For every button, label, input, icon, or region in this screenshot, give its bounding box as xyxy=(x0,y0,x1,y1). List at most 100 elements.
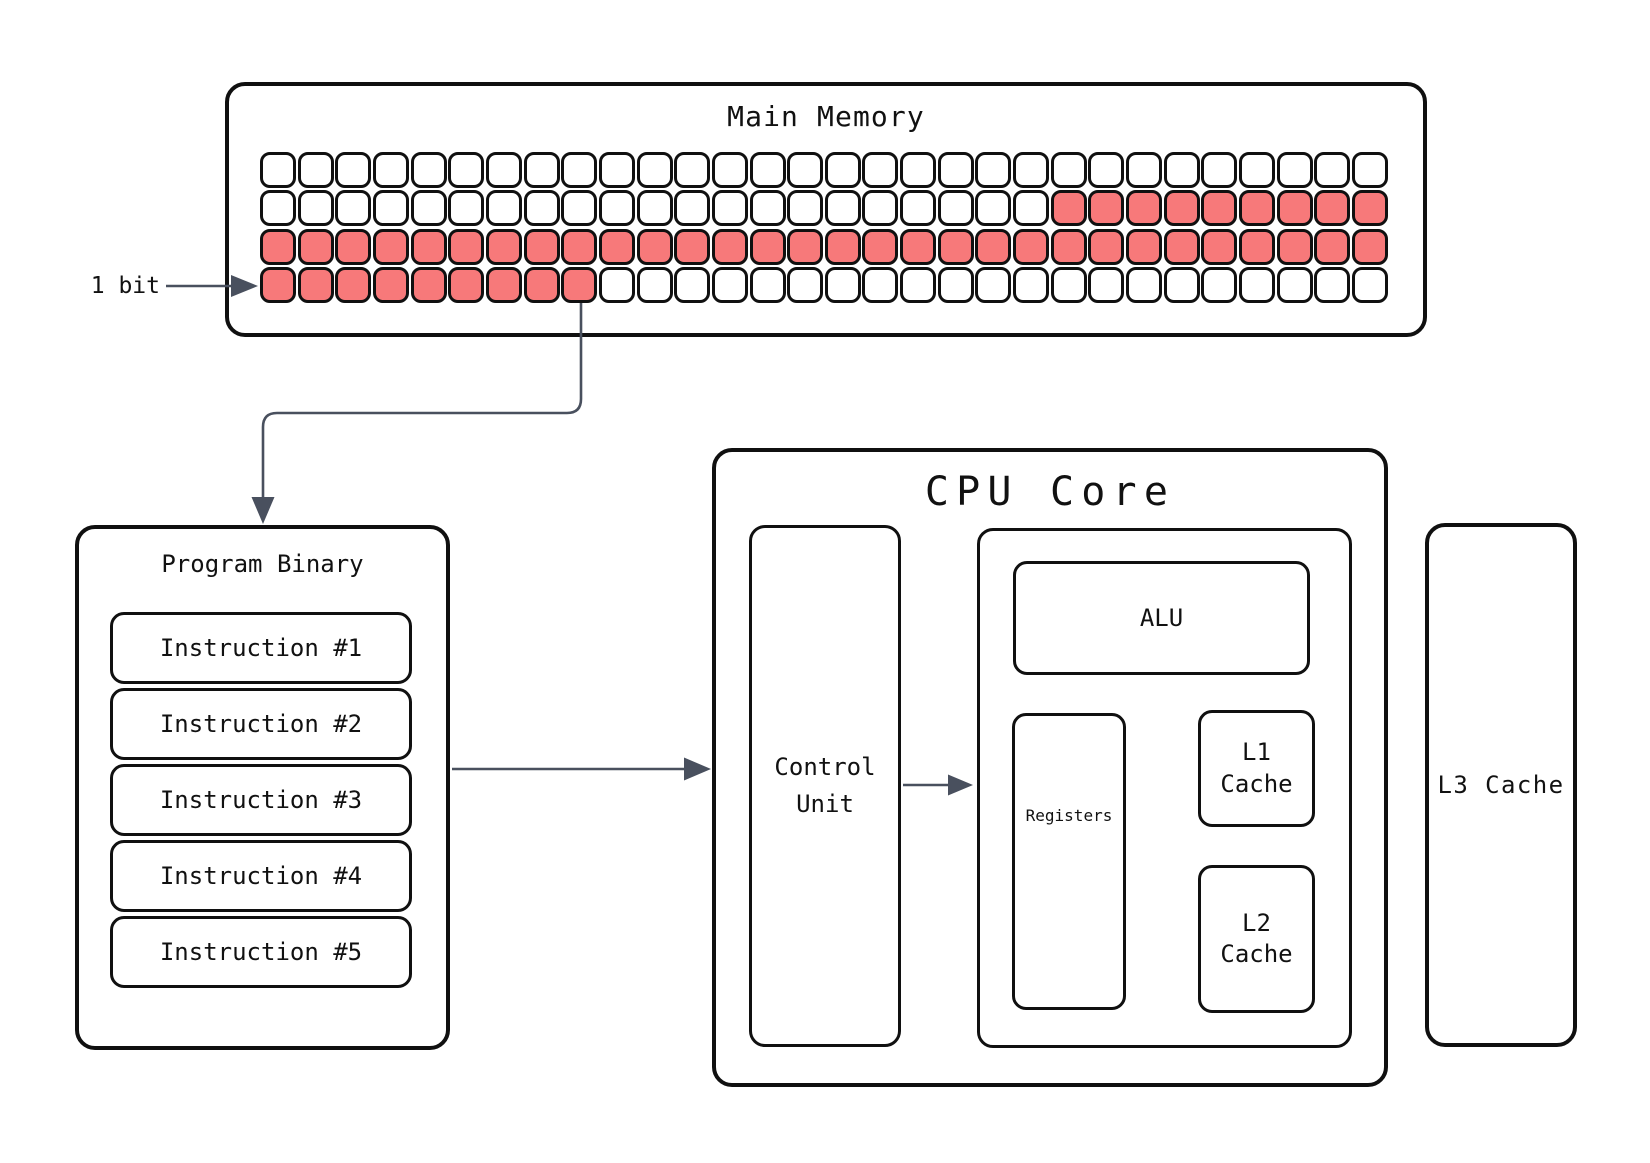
l1-cache-label: L1 Cache xyxy=(1220,738,1293,798)
memory-bit xyxy=(937,190,974,227)
memory-bit xyxy=(260,266,296,303)
memory-bit xyxy=(1050,228,1087,265)
memory-bit xyxy=(297,266,334,303)
memory-bit-grid xyxy=(260,152,1400,342)
memory-bit xyxy=(260,190,296,227)
memory-bit xyxy=(1201,152,1238,188)
memory-bit xyxy=(1351,190,1388,227)
memory-bit xyxy=(711,228,748,265)
memory-bit xyxy=(1239,228,1276,265)
memory-bit xyxy=(711,266,748,303)
memory-bit xyxy=(1314,190,1351,227)
memory-bit xyxy=(1239,266,1276,303)
memory-bit xyxy=(485,190,522,227)
l3-cache-label: L3 Cache xyxy=(1437,771,1565,799)
memory-bit xyxy=(862,152,899,188)
main-memory-box: Main Memory xyxy=(225,82,1427,337)
alu-label: ALU xyxy=(1139,604,1184,632)
program-binary-box: Program Binary Instruction #1 Instructio… xyxy=(75,525,450,1050)
memory-bit xyxy=(1050,190,1087,227)
memory-bit xyxy=(1013,190,1050,227)
memory-bit xyxy=(485,266,522,303)
memory-bit xyxy=(749,190,786,227)
memory-bit xyxy=(561,152,598,188)
memory-bit xyxy=(1126,190,1163,227)
memory-bit xyxy=(598,152,635,188)
instruction-row: Instruction #4 xyxy=(110,840,412,912)
memory-bit xyxy=(1314,228,1351,265)
registers-box: Registers xyxy=(1012,713,1126,1010)
memory-bit xyxy=(523,190,560,227)
memory-bit xyxy=(372,228,409,265)
memory-bit xyxy=(1126,228,1163,265)
instruction-row: Instruction #2 xyxy=(110,688,412,760)
registers-label: Registers xyxy=(1025,806,1113,825)
binary-to-cpu-arrowhead xyxy=(684,757,711,781)
l1-cache-box: L1 Cache xyxy=(1198,710,1315,827)
memory-bit xyxy=(372,152,409,188)
memory-bit xyxy=(1050,152,1087,188)
memory-bit xyxy=(900,152,937,188)
memory-bit xyxy=(749,266,786,303)
memory-bit xyxy=(749,152,786,188)
control-unit-label: Control Unit xyxy=(774,752,876,818)
memory-bit xyxy=(1126,266,1163,303)
instruction-row: Instruction #5 xyxy=(110,916,412,988)
memory-bit xyxy=(636,190,673,227)
memory-bit xyxy=(900,228,937,265)
memory-bit xyxy=(900,190,937,227)
memory-bit xyxy=(410,266,447,303)
memory-bit xyxy=(636,266,673,303)
l2-cache-box: L2 Cache xyxy=(1198,865,1315,1013)
memory-bit xyxy=(937,228,974,265)
memory-bit xyxy=(335,228,372,265)
memory-bit xyxy=(787,152,824,188)
memory-bit xyxy=(335,266,372,303)
memory-bit xyxy=(485,152,522,188)
memory-bit xyxy=(1351,228,1388,265)
memory-bit xyxy=(1201,228,1238,265)
l3-cache-box: L3 Cache xyxy=(1425,523,1577,1047)
memory-bit xyxy=(598,190,635,227)
memory-bit xyxy=(297,190,334,227)
memory-bit xyxy=(523,228,560,265)
memory-bit xyxy=(372,266,409,303)
memory-bit xyxy=(1163,228,1200,265)
cpu-core-title: CPU Core xyxy=(924,469,1176,515)
memory-bit xyxy=(937,152,974,188)
memory-bit xyxy=(1163,190,1200,227)
memory-bit xyxy=(523,266,560,303)
memory-bit xyxy=(787,266,824,303)
memory-bit xyxy=(674,190,711,227)
memory-bit xyxy=(975,152,1012,188)
memory-bit xyxy=(335,152,372,188)
program-binary-title: Program Binary xyxy=(161,550,364,578)
instruction-row: Instruction #3 xyxy=(110,764,412,836)
memory-bit xyxy=(1314,266,1351,303)
memory-bit xyxy=(485,228,522,265)
cpu-core-box: CPU Core Control Unit ALU Registers L1 C… xyxy=(712,448,1388,1087)
memory-bit xyxy=(260,152,296,188)
memory-bit xyxy=(1013,152,1050,188)
memory-bit xyxy=(1088,228,1125,265)
memory-bit xyxy=(787,190,824,227)
memory-bit xyxy=(561,190,598,227)
memory-bit xyxy=(1088,152,1125,188)
memory-bit xyxy=(1276,266,1313,303)
memory-bit xyxy=(711,152,748,188)
memory-bit xyxy=(1276,152,1313,188)
memory-bit xyxy=(824,152,861,188)
memory-bit xyxy=(1201,266,1238,303)
memory-bit xyxy=(1013,228,1050,265)
control-unit-box: Control Unit xyxy=(749,525,901,1047)
memory-bit xyxy=(824,266,861,303)
memory-bit xyxy=(749,228,786,265)
memory-bit xyxy=(1163,266,1200,303)
instruction-row: Instruction #1 xyxy=(110,612,412,684)
memory-bit xyxy=(372,190,409,227)
memory-bit xyxy=(523,152,560,188)
memory-bit xyxy=(1088,266,1125,303)
memory-bit xyxy=(674,228,711,265)
memory-bit xyxy=(1013,266,1050,303)
